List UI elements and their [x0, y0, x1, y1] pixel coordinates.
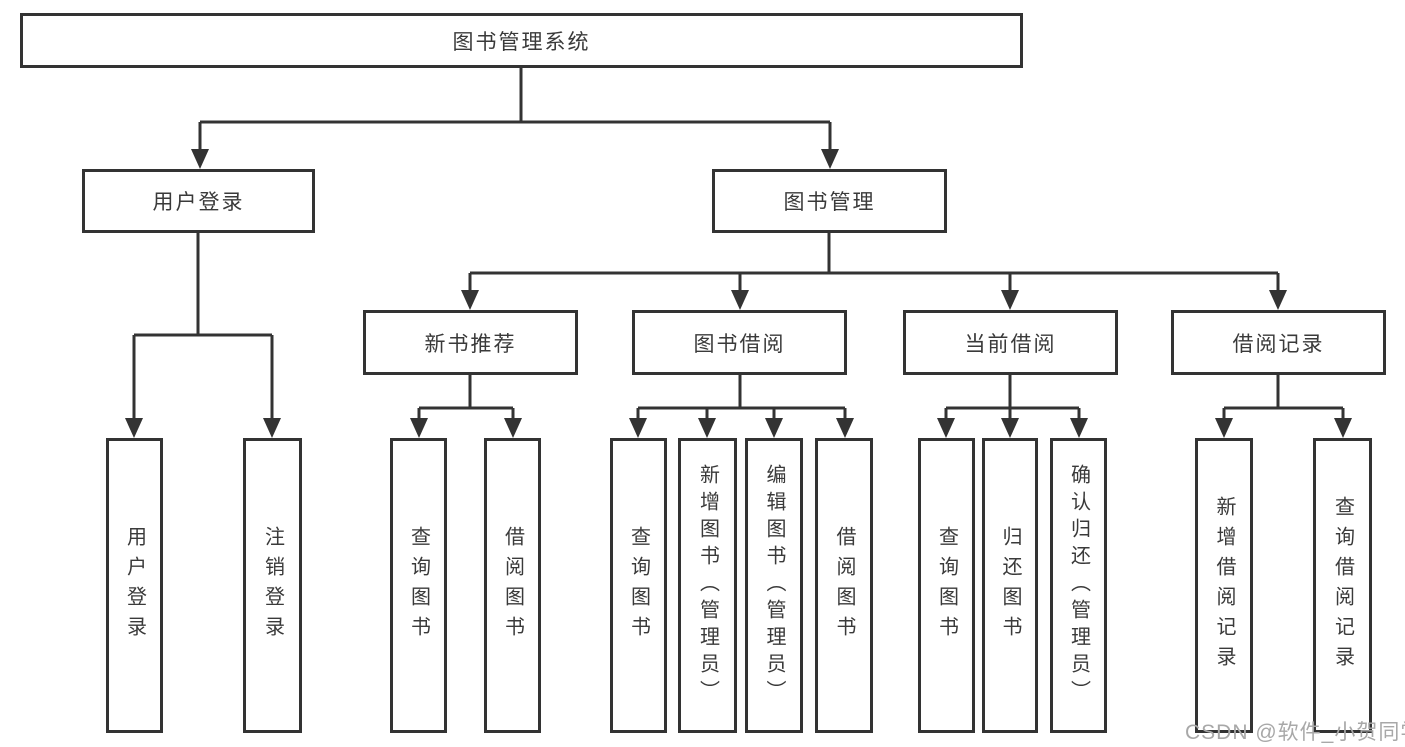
csdn-watermark: CSDN @软件_小贺同学 — [1185, 721, 1405, 744]
leaf-user-login: 用户登录 — [106, 438, 163, 733]
leaf-confirm-return-admin-label: 确认归还（管理员） — [1067, 464, 1090, 707]
node-current-borrow: 当前借阅 — [903, 310, 1118, 375]
leaf-add-book-admin-label: 新增图书（管理员） — [696, 464, 719, 707]
leaf-add-borrow-record: 新增借阅记录 — [1195, 438, 1253, 733]
leaf-query-books-current-label: 查询图书 — [935, 525, 958, 646]
node-book-management-module: 图书管理 — [712, 169, 947, 233]
leaf-borrow-books-label: 借阅图书 — [833, 525, 855, 646]
leaf-query-books-borrow-label: 查询图书 — [627, 525, 650, 646]
leaf-query-books-current: 查询图书 — [918, 438, 975, 733]
arrowhead — [125, 149, 1352, 438]
leaf-query-books-recommend-label: 查询图书 — [407, 525, 430, 646]
leaf-add-borrow-record-label: 新增借阅记录 — [1213, 495, 1235, 676]
leaf-edit-book-admin-label: 编辑图书（管理员） — [763, 464, 785, 707]
leaf-query-books-recommend: 查询图书 — [390, 438, 447, 733]
leaf-logout: 注销登录 — [243, 438, 302, 733]
leaf-borrow-books: 借阅图书 — [815, 438, 873, 733]
node-user-login-module: 用户登录 — [82, 169, 315, 233]
node-borrow-records: 借阅记录 — [1171, 310, 1386, 375]
leaf-edit-book-admin: 编辑图书（管理员） — [745, 438, 803, 733]
leaf-borrow-books-recommend: 借阅图书 — [484, 438, 541, 733]
node-root-system: 图书管理系统 — [20, 13, 1023, 68]
leaf-return-book: 归还图书 — [982, 438, 1038, 733]
leaf-query-books-borrow: 查询图书 — [610, 438, 667, 733]
leaf-confirm-return-admin: 确认归还（管理员） — [1050, 438, 1107, 733]
node-new-book-recommend: 新书推荐 — [363, 310, 578, 375]
leaf-query-borrow-record-label: 查询借阅记录 — [1331, 495, 1354, 676]
leaf-borrow-books-recommend-label: 借阅图书 — [501, 525, 524, 646]
leaf-logout-label: 注销登录 — [261, 525, 284, 646]
leaf-add-book-admin: 新增图书（管理员） — [678, 438, 737, 733]
leaf-return-book-label: 归还图书 — [999, 525, 1021, 646]
leaf-user-login-label: 用户登录 — [123, 525, 146, 646]
node-book-borrow: 图书借阅 — [632, 310, 847, 375]
leaf-query-borrow-record: 查询借阅记录 — [1313, 438, 1372, 733]
